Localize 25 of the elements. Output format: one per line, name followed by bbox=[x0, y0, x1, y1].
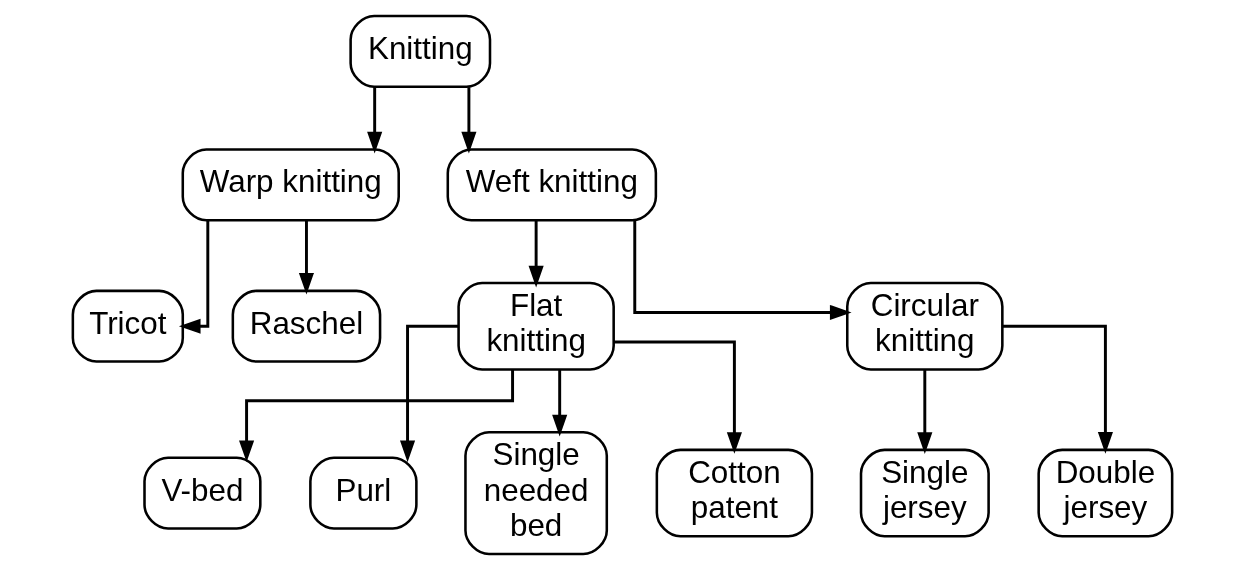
node-box: Purl bbox=[308, 456, 418, 530]
node-box: Single jersey bbox=[859, 448, 990, 538]
arrow bbox=[178, 220, 209, 334]
arrow bbox=[460, 87, 476, 154]
node-box: Knitting bbox=[348, 14, 491, 88]
node-box: Flat knitting bbox=[456, 281, 615, 371]
arrow bbox=[399, 324, 458, 463]
node-box: Tricot bbox=[71, 289, 184, 363]
node-box: Warp knitting bbox=[181, 148, 400, 222]
arrow bbox=[632, 220, 852, 321]
arrow bbox=[1001, 324, 1113, 454]
arrow bbox=[551, 370, 567, 437]
node-box: Raschel bbox=[231, 289, 381, 363]
arrow bbox=[613, 340, 742, 454]
arrow bbox=[366, 87, 382, 154]
arrow bbox=[298, 220, 314, 295]
node-box: Weft knitting bbox=[446, 148, 657, 222]
arrow bbox=[528, 220, 544, 288]
arrow bbox=[238, 369, 514, 463]
node-box: V-bed bbox=[142, 456, 262, 530]
arrow bbox=[916, 370, 932, 454]
node-box: Single needed bed bbox=[463, 430, 608, 556]
node-box: Double jersey bbox=[1036, 448, 1173, 538]
node-box: Cotton patent bbox=[655, 448, 813, 538]
node-box: Circular knitting bbox=[845, 281, 1004, 371]
